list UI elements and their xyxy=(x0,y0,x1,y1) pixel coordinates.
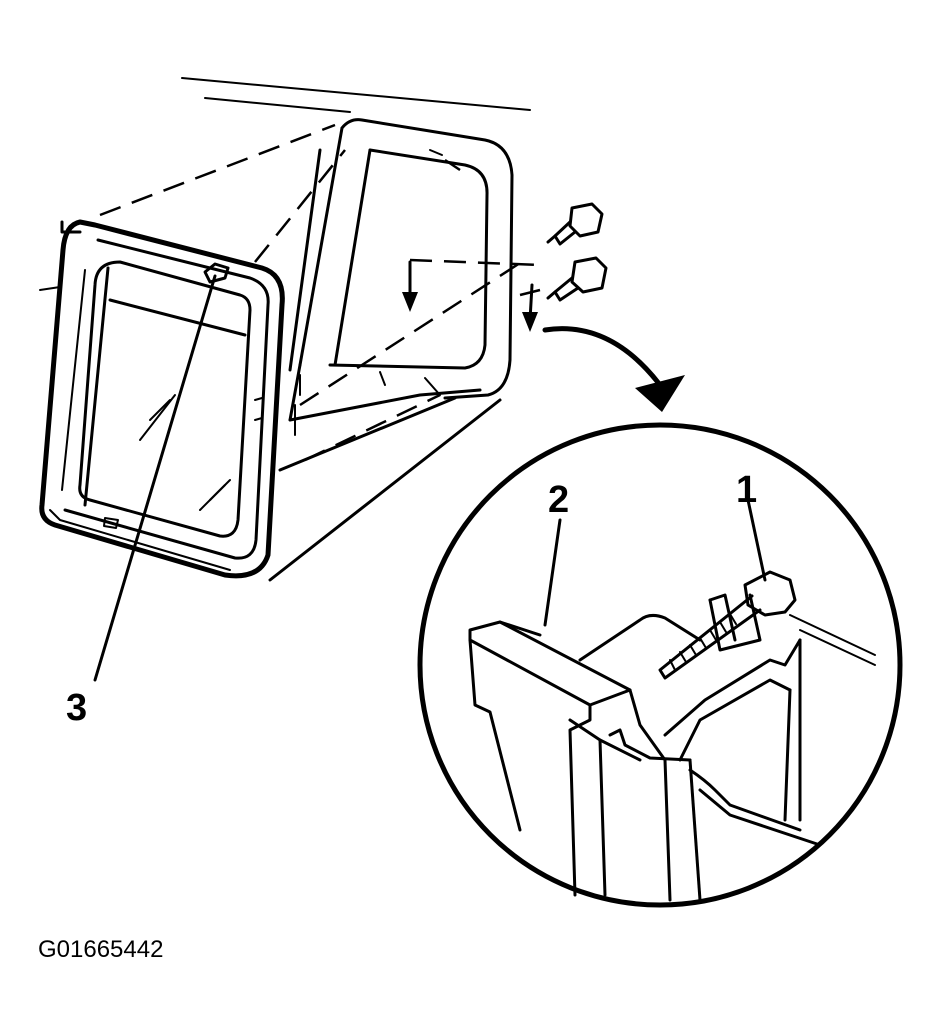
cap-fastener-marker xyxy=(93,262,230,682)
bolt-icon xyxy=(546,256,608,302)
cab-roof-lines xyxy=(39,77,531,291)
bolt-icon xyxy=(546,202,604,246)
placement-arrows xyxy=(402,260,538,332)
alignment-dashes xyxy=(99,123,541,462)
cap-side-body xyxy=(268,374,502,582)
leader-lines xyxy=(543,498,767,627)
callout-3: 3 xyxy=(66,687,87,729)
rear-cab-frame xyxy=(288,118,514,422)
cap-frame xyxy=(39,219,285,579)
callout-2: 2 xyxy=(548,479,569,521)
detail-magnifier xyxy=(417,422,903,908)
detail-arrow xyxy=(542,326,685,412)
figure-id: G01665442 xyxy=(38,936,163,963)
callout-1: 1 xyxy=(736,469,757,511)
